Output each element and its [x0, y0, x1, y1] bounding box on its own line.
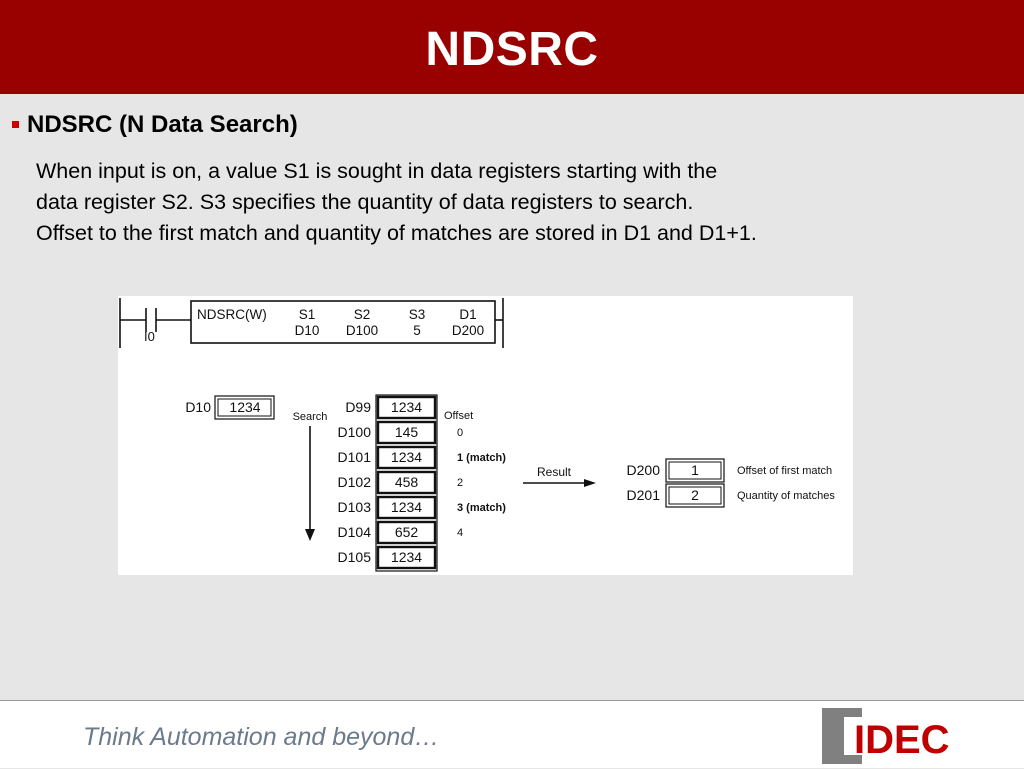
register-value: 458 [395, 474, 419, 490]
diagram-svg: I0 NDSRC(W) S1 D10 S2 D100 S3 5 D1 D200 … [119, 298, 835, 572]
register-offset: 3 (match) [457, 502, 506, 514]
source-register-inner [217, 398, 272, 417]
ndsrc-diagram: I0 NDSRC(W) S1 D10 S2 D100 S3 5 D1 D200 … [118, 296, 853, 575]
register-offset: 2 [457, 477, 463, 489]
register-name: D100 [338, 424, 372, 440]
result-arrow-head-icon [584, 479, 596, 487]
register-box [376, 495, 437, 520]
result-register-name: D200 [627, 462, 661, 478]
result-register-box [665, 458, 725, 483]
result-register-name: D201 [627, 487, 661, 503]
operand-value: 5 [413, 323, 421, 338]
register-box [376, 395, 437, 420]
register-box [376, 445, 437, 470]
register-name: D99 [345, 399, 371, 415]
logo-bracket-cutout [844, 717, 862, 755]
instruction-name: NDSRC(W) [197, 307, 267, 322]
register-value: 652 [395, 524, 419, 540]
source-register-box [214, 395, 275, 420]
bullet-heading: NDSRC (N Data Search) [27, 111, 298, 138]
idec-logo: IDEC [822, 708, 982, 764]
operand-value: D100 [346, 323, 378, 338]
register-value: 1234 [391, 549, 422, 565]
register-value: 145 [395, 424, 419, 440]
description-line: Offset to the first match and quantity o… [36, 221, 757, 245]
register-stack-outline [375, 394, 438, 572]
input-label: I0 [144, 329, 155, 344]
ladder-rung [119, 298, 504, 348]
register-box [376, 520, 437, 545]
register-name: D104 [338, 524, 372, 540]
search-label: Search [293, 411, 328, 423]
title-bar: NDSRC [0, 0, 1024, 94]
register-box [376, 420, 437, 445]
register-value: 1234 [391, 449, 422, 465]
register-offset: 1 (match) [457, 452, 506, 464]
register-offset: 0 [457, 427, 463, 439]
result-register-value: 2 [691, 487, 699, 503]
register-box [376, 545, 437, 570]
logo-svg: IDEC [822, 708, 950, 764]
logo-text: IDEC [854, 718, 950, 762]
register-name: D103 [338, 499, 372, 515]
operand-name: S2 [354, 307, 371, 322]
operand-value: D10 [295, 323, 320, 338]
result-register-inner [668, 486, 722, 505]
operand-name: D1 [459, 307, 476, 322]
operand-name: S3 [409, 307, 426, 322]
description-line: When input is on, a value S1 is sought i… [36, 159, 718, 183]
result-register-inner [668, 461, 722, 480]
operand-name: S1 [299, 307, 316, 322]
bullet-line: NDSRC (N Data Search) [12, 111, 298, 139]
source-register-name: D10 [185, 399, 211, 415]
register-value: 1234 [391, 399, 422, 415]
operand-value: D200 [452, 323, 484, 338]
slide-title: NDSRC [425, 22, 599, 76]
result-description: Quantity of matches [737, 490, 835, 502]
search-arrow-head-icon [305, 529, 315, 541]
description-line: data register S2. S3 specifies the quant… [36, 190, 694, 214]
register-name: D105 [338, 549, 372, 565]
footer-tagline: Think Automation and beyond… [83, 723, 440, 751]
result-label: Result [537, 465, 572, 479]
source-register-value: 1234 [229, 399, 260, 415]
result-description: Offset of first match [737, 465, 832, 477]
result-register-value: 1 [691, 462, 699, 478]
instruction-box [190, 300, 496, 344]
register-name: D102 [338, 474, 372, 490]
register-name: D101 [338, 449, 372, 465]
bullet-square-icon [12, 120, 19, 128]
footer-divider [0, 700, 1024, 701]
register-value: 1234 [391, 499, 422, 515]
register-offset: 4 [457, 527, 463, 539]
offset-label: Offset [444, 410, 473, 422]
description: When input is on, a value S1 is sought i… [36, 156, 936, 249]
register-box [376, 470, 437, 495]
result-register-box [665, 483, 725, 508]
